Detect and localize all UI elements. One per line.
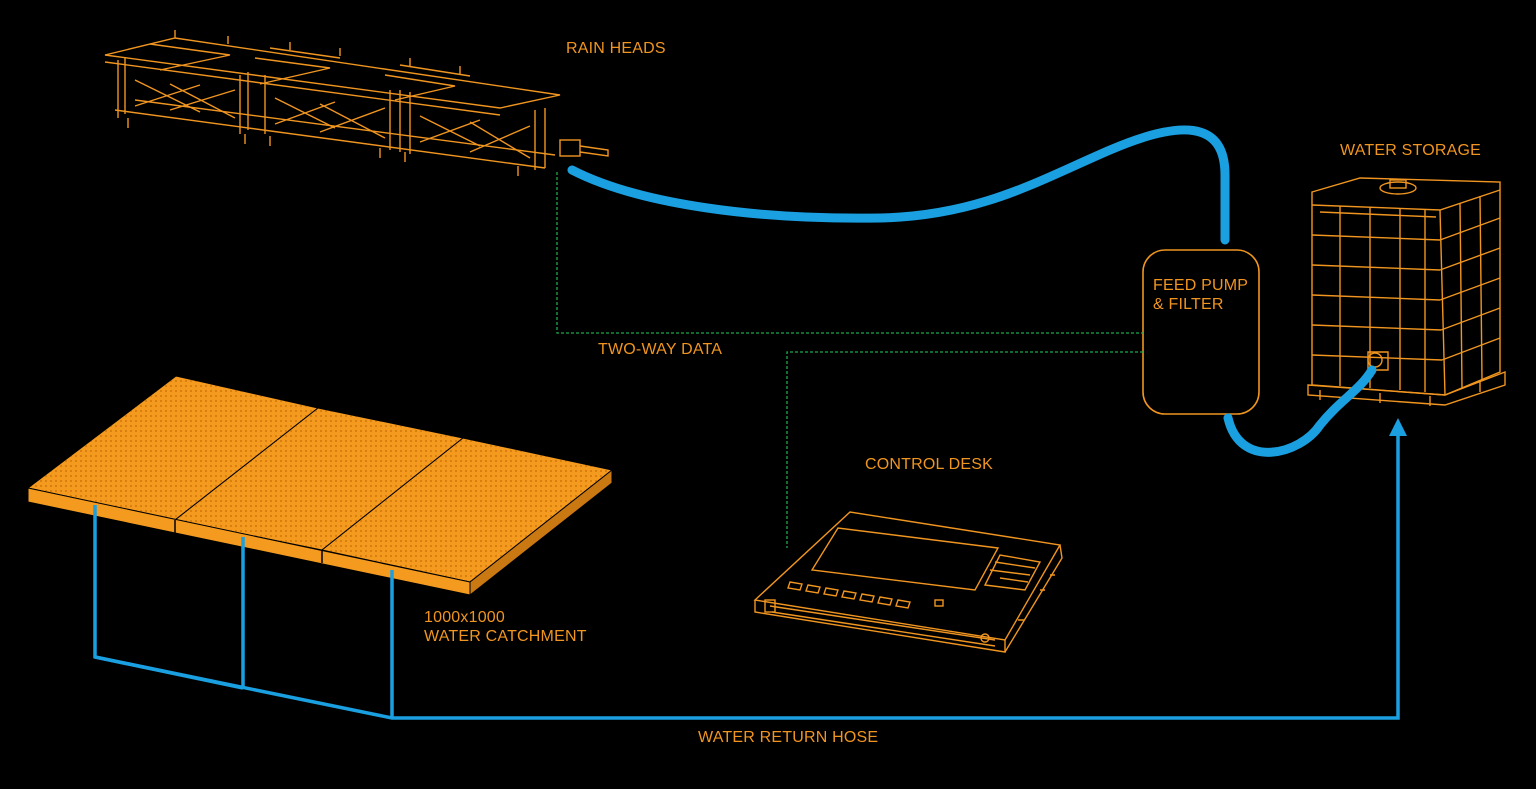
label-water-return-hose: WATER RETURN HOSE bbox=[698, 729, 879, 746]
label-water-catchment: 1000x1000 WATER CATCHMENT bbox=[424, 608, 587, 646]
label-feed-pump: FEED PUMP & FILTER bbox=[1153, 276, 1248, 314]
data-line-control-desk bbox=[786, 351, 1143, 548]
water-storage-tank bbox=[1307, 177, 1506, 406]
label-feed-pump-line1: FEED PUMP bbox=[1153, 277, 1249, 294]
label-control-desk: CONTROL DESK bbox=[865, 456, 994, 473]
label-catchment-line1: 1000x1000 bbox=[424, 609, 505, 626]
return-arrow-head bbox=[1389, 418, 1407, 436]
feed-hose bbox=[567, 125, 1230, 245]
data-line-rain-heads bbox=[556, 172, 1143, 334]
data-lines bbox=[556, 172, 1143, 548]
rain-heads-truss bbox=[104, 30, 609, 176]
label-feed-pump-line2: & FILTER bbox=[1153, 296, 1224, 313]
label-two-way-data: TWO-WAY DATA bbox=[598, 341, 723, 358]
label-water-storage: WATER STORAGE bbox=[1340, 142, 1481, 159]
label-catchment-line2: WATER CATCHMENT bbox=[424, 628, 587, 645]
tank-hose bbox=[1223, 365, 1377, 457]
label-rain-heads: RAIN HEADS bbox=[566, 40, 666, 57]
water-hoses bbox=[93, 125, 1407, 720]
water-catchment-panels bbox=[26, 375, 614, 597]
control-desk bbox=[753, 511, 1063, 653]
feed-pump-box bbox=[1142, 249, 1260, 415]
